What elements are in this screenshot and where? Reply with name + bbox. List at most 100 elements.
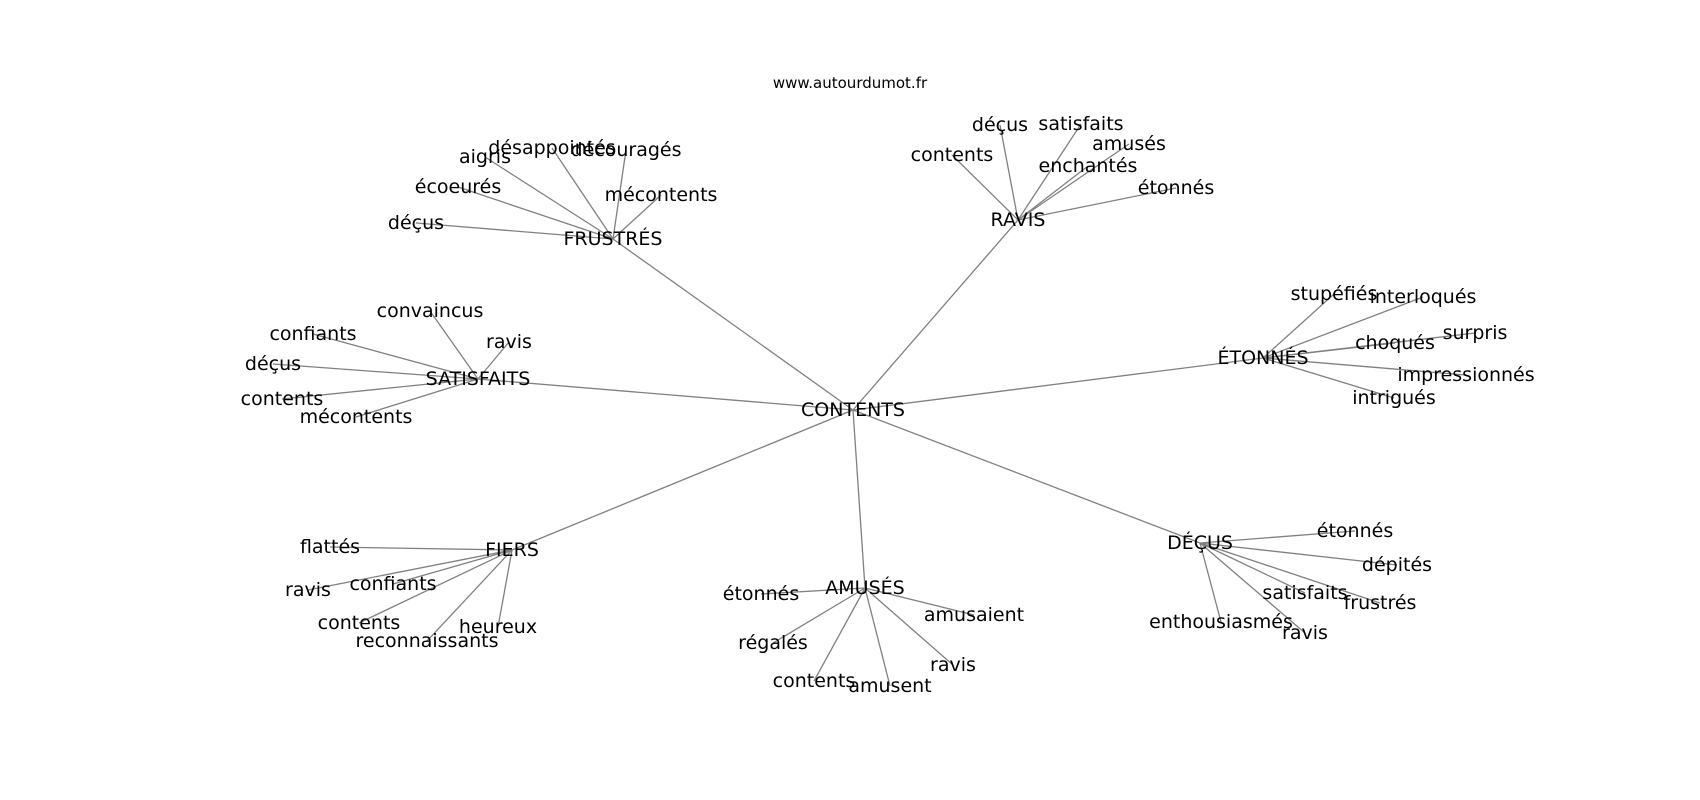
cluster-node-label[interactable]: RAVIS xyxy=(991,209,1046,231)
edge-center-to-cluster xyxy=(852,409,866,589)
word-node-label[interactable]: contents xyxy=(773,670,856,692)
word-node-label[interactable]: contents xyxy=(318,612,401,634)
word-node-label[interactable]: étonnés xyxy=(1138,177,1214,199)
word-node-label[interactable]: satisfaits xyxy=(1038,113,1123,135)
word-node-label[interactable]: amusent xyxy=(848,675,931,697)
word-node-label[interactable]: étonnés xyxy=(723,583,799,605)
edge-cluster-to-word xyxy=(864,587,891,687)
edge-center-to-cluster xyxy=(852,357,1264,411)
word-node-label[interactable]: aigris xyxy=(459,146,511,168)
word-node-label[interactable]: régalés xyxy=(738,632,808,654)
edge-center-to-cluster xyxy=(511,409,854,551)
word-node-label[interactable]: déçus xyxy=(972,114,1028,136)
edge-cluster-to-word xyxy=(477,341,510,380)
edge-cluster-to-word xyxy=(1262,293,1335,359)
edge-cluster-to-word xyxy=(813,587,866,682)
edge-cluster-to-word xyxy=(312,333,479,380)
edge-cluster-to-word xyxy=(415,222,614,240)
edge-cluster-to-word xyxy=(392,549,513,585)
word-node-label[interactable]: dépités xyxy=(1362,554,1432,576)
edge-cluster-to-word xyxy=(1017,143,1130,221)
word-node-label[interactable]: enthousiasmés xyxy=(1149,611,1293,633)
edge-cluster-to-word xyxy=(358,549,513,624)
word-node-label[interactable]: ravis xyxy=(930,654,976,676)
edge-cluster-to-word xyxy=(1262,296,1424,359)
edge-cluster-to-word xyxy=(426,549,513,642)
edge-cluster-to-word xyxy=(760,587,866,595)
word-node-label[interactable]: amusés xyxy=(1092,133,1166,155)
edge-cluster-to-word xyxy=(999,124,1019,221)
edge-center-to-cluster xyxy=(477,378,854,411)
edge-cluster-to-word xyxy=(551,147,614,240)
word-node-label[interactable]: impressionnés xyxy=(1397,364,1534,386)
edge-cluster-to-word xyxy=(1199,542,1306,634)
edge-cluster-to-word xyxy=(281,378,479,400)
edge-center-to-cluster xyxy=(612,238,854,411)
cluster-node-label[interactable]: AMUSÉS xyxy=(825,576,904,599)
center-node-label[interactable]: CONTENTS xyxy=(801,399,905,421)
cluster-node-label[interactable]: FIERS xyxy=(485,539,539,561)
edge-cluster-to-word xyxy=(429,310,479,380)
edge-cluster-to-word xyxy=(307,549,513,591)
word-node-label[interactable]: surpris xyxy=(1443,322,1508,344)
edge-cluster-to-word xyxy=(612,149,627,240)
word-node-label[interactable]: amusaient xyxy=(924,604,1024,626)
word-node-label[interactable]: ravis xyxy=(285,579,331,601)
word-node-label[interactable]: interloqués xyxy=(1370,286,1477,308)
edge-cluster-to-word xyxy=(484,156,614,240)
word-node-label[interactable]: désappointés xyxy=(488,137,615,159)
edge-cluster-to-word xyxy=(355,378,479,418)
word-node-label[interactable]: déçus xyxy=(245,353,301,375)
cluster-node-label[interactable]: ÉTONNÉS xyxy=(1217,346,1308,369)
edge-cluster-to-word xyxy=(772,587,866,644)
word-node-label[interactable]: mécontents xyxy=(605,184,718,206)
edge-cluster-to-word xyxy=(1199,542,1222,623)
word-node-label[interactable]: contents xyxy=(241,388,324,410)
edge-cluster-to-word xyxy=(457,186,614,240)
word-node-label[interactable]: flattés xyxy=(300,536,360,558)
edge-cluster-to-word xyxy=(1199,542,1381,604)
word-node-label[interactable]: confiants xyxy=(269,323,356,345)
edge-cluster-to-word xyxy=(1017,123,1082,221)
word-node-label[interactable]: ravis xyxy=(1282,622,1328,644)
cluster-node-label[interactable]: SATISFAITS xyxy=(426,368,531,390)
edge-cluster-to-word xyxy=(612,194,662,240)
site-url: www.autourdumot.fr xyxy=(773,74,928,92)
word-node-label[interactable]: frustrés xyxy=(1344,592,1417,614)
word-node-label[interactable]: écoeurés xyxy=(415,176,501,198)
word-node-label[interactable]: mécontents xyxy=(300,406,413,428)
edge-cluster-to-word xyxy=(497,549,513,628)
edge-center-to-cluster xyxy=(852,409,1201,544)
word-node-label[interactable]: intrigués xyxy=(1352,387,1436,409)
word-node-label[interactable]: étonnés xyxy=(1317,520,1393,542)
cluster-node-label[interactable]: DÉÇUS xyxy=(1167,531,1233,554)
edge-cluster-to-word xyxy=(272,363,479,380)
edge-cluster-to-word xyxy=(1199,542,1306,594)
edge-cluster-to-word xyxy=(1262,357,1395,399)
edge-cluster-to-word xyxy=(1199,530,1356,544)
word-node-label[interactable]: heureux xyxy=(459,616,537,638)
word-node-label[interactable]: confiants xyxy=(349,573,436,595)
edge-cluster-to-word xyxy=(864,587,954,666)
edge-cluster-to-word xyxy=(1262,342,1396,359)
word-node-label[interactable]: satisfaits xyxy=(1262,582,1347,604)
word-node-label[interactable]: déçus xyxy=(388,212,444,234)
word-node-label[interactable]: ravis xyxy=(486,331,532,353)
edge-cluster-to-word xyxy=(1262,357,1467,376)
word-node-label[interactable]: contents xyxy=(911,144,994,166)
edge-cluster-to-word xyxy=(329,546,513,551)
cluster-node-label[interactable]: FRUSTRÉS xyxy=(564,227,663,250)
word-node-label[interactable]: convaincus xyxy=(377,300,484,322)
edge-center-to-cluster xyxy=(852,219,1019,411)
word-node-label[interactable]: choqués xyxy=(1355,332,1435,354)
word-node-label[interactable]: stupéfiés xyxy=(1291,283,1378,305)
graph-edges xyxy=(272,123,1476,687)
word-node-label[interactable]: enchantés xyxy=(1039,155,1138,177)
edge-cluster-to-word xyxy=(1017,165,1089,221)
edge-cluster-to-word xyxy=(864,587,975,616)
word-node-label[interactable]: découragés xyxy=(571,139,682,161)
word-node-label[interactable]: reconnaissants xyxy=(356,630,499,652)
edge-cluster-to-word xyxy=(951,154,1019,221)
